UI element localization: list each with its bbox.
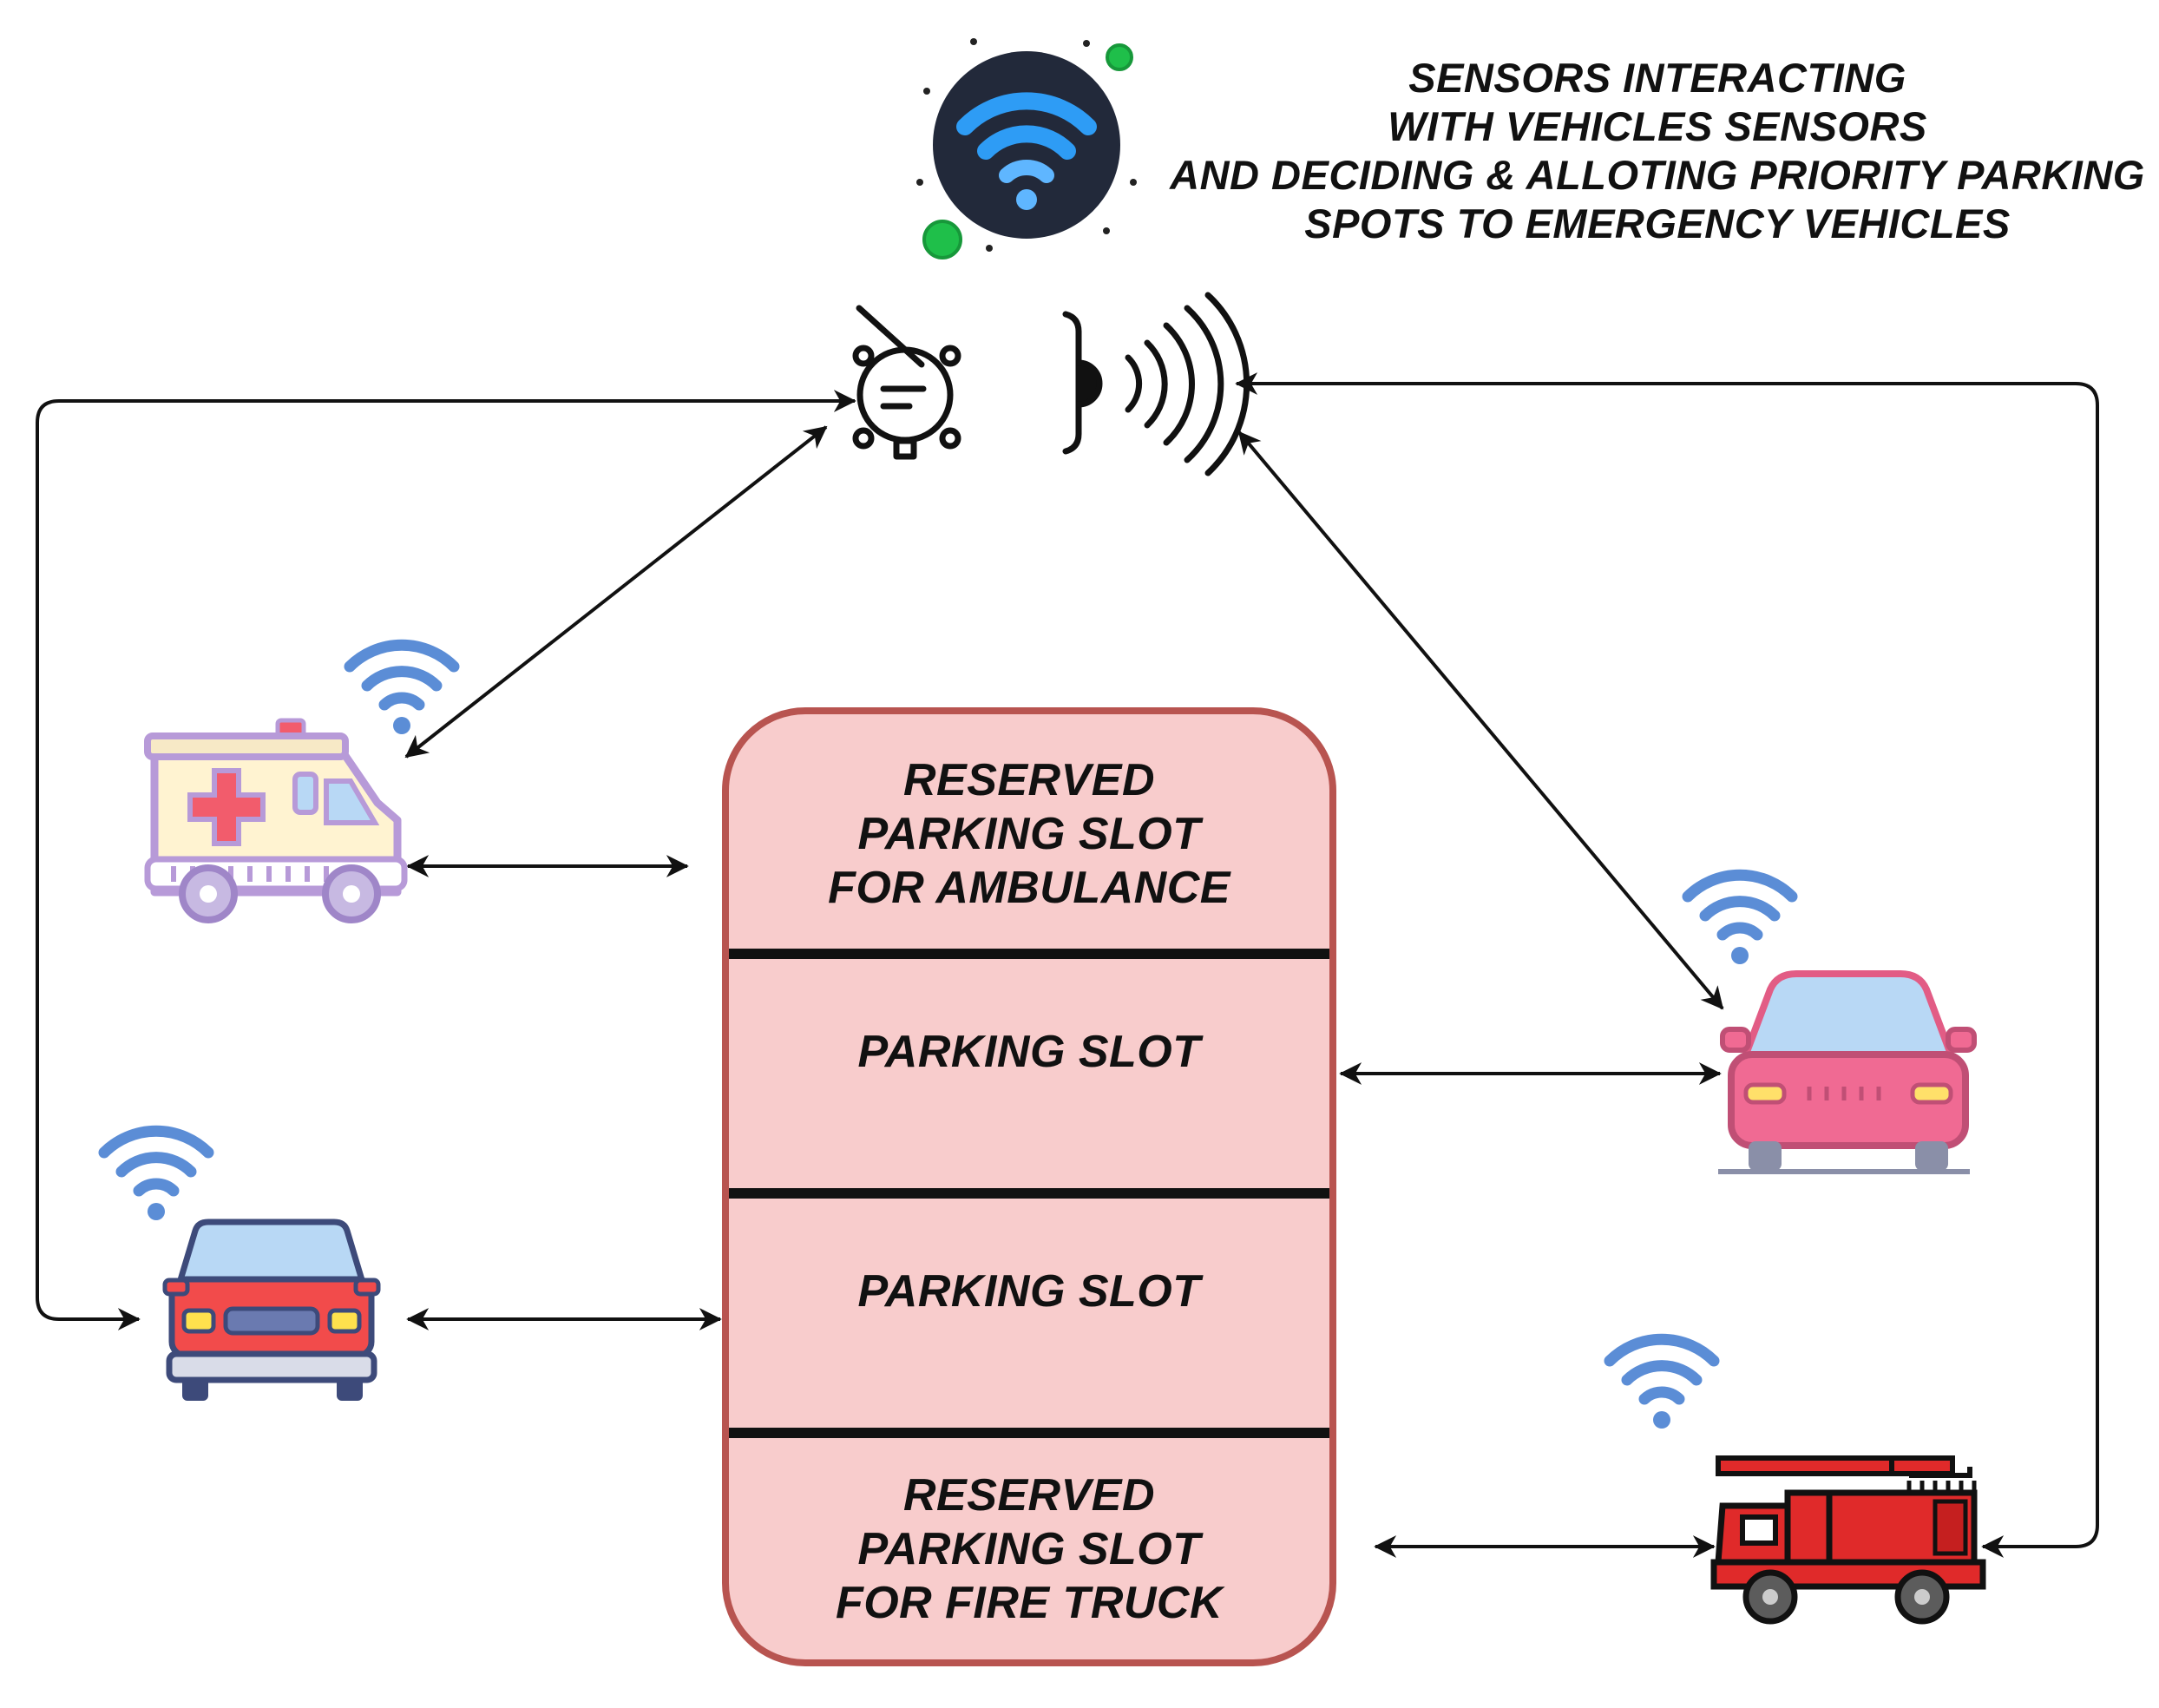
sensor-node-icon xyxy=(852,305,961,460)
arrow-proximity-to-pink-car xyxy=(1237,430,1724,1010)
connectors xyxy=(36,372,2099,1558)
slot-reserved-fire-truck: RESERVED PARKING SLOT FOR FIRE TRUCK xyxy=(729,1438,1329,1659)
arrow-proximity-to-fire-truck xyxy=(1235,372,2099,1558)
proximity-sensor-icon xyxy=(1062,292,1250,476)
slot-regular-1: PARKING SLOT xyxy=(729,959,1329,1133)
slot-divider xyxy=(729,1188,1329,1199)
wifi-signal-icon xyxy=(1610,1339,1714,1429)
slot-label-line: PARKING SLOT xyxy=(857,1266,1201,1317)
wifi-hub-icon xyxy=(916,38,1137,259)
red-car-icon xyxy=(162,1219,381,1401)
slot-label-line: PARKING SLOT xyxy=(857,1027,1201,1077)
slot-divider xyxy=(729,1428,1329,1438)
caption-line: SPOTS TO EMERGENCY VEHICLES xyxy=(1304,200,2011,246)
slot-label-line: FOR AMBULANCE xyxy=(828,862,1230,913)
slot-label-line: PARKING SLOT xyxy=(857,1523,1201,1574)
diagram-caption: SENSORS INTERACTING WITH VEHICLES SENSOR… xyxy=(1167,54,2148,248)
wifi-signal-icon xyxy=(1688,875,1792,964)
arrow-ambulance-to-sensor xyxy=(404,425,828,759)
fire-truck-icon xyxy=(1710,1455,1986,1625)
slot-regular-2: PARKING SLOT xyxy=(729,1199,1329,1372)
slot-label-line: FOR FIRE TRUCK xyxy=(835,1577,1224,1628)
caption-line: WITH VEHICLES SENSORS xyxy=(1388,103,1927,149)
caption-line: AND DECIDING & ALLOTING PRIORITY PARKING xyxy=(1170,152,2145,198)
arrow-sensor-to-car-left xyxy=(36,390,856,1330)
wifi-signal-icon xyxy=(104,1131,208,1220)
wifi-signal-icon xyxy=(350,645,454,734)
slot-label-line: RESERVED xyxy=(902,754,1156,805)
caption-line: SENSORS INTERACTING xyxy=(1408,55,1906,101)
slot-reserved-ambulance: RESERVED PARKING SLOT FOR AMBULANCE xyxy=(729,714,1329,953)
slot-label-line: PARKING SLOT xyxy=(857,808,1201,859)
pink-car-icon xyxy=(1718,970,1977,1174)
slot-divider xyxy=(729,949,1329,959)
slot-label-line: RESERVED xyxy=(902,1469,1156,1521)
ambulance-icon xyxy=(144,718,408,923)
parking-lot: RESERVED PARKING SLOT FOR AMBULANCE PARK… xyxy=(722,707,1336,1666)
